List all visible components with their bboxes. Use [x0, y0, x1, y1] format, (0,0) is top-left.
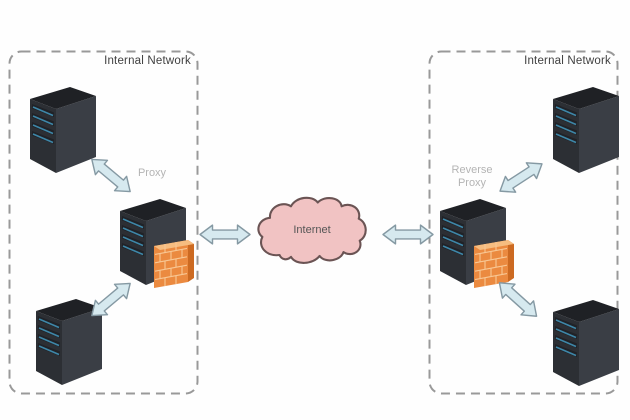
server-icon	[552, 299, 620, 387]
firewall-icon	[153, 239, 195, 289]
left-network-title: Internal Network	[104, 55, 191, 67]
right-network-title: Internal Network	[524, 55, 611, 67]
internet-cloud: Internet	[251, 192, 373, 276]
proxy-label: Proxy	[137, 167, 167, 179]
dashed-border	[428, 50, 619, 395]
right-internal-network-box: Internal Network	[428, 50, 619, 395]
double-arrow-icon	[381, 222, 435, 247]
left-internal-network-box: Internal Network	[8, 50, 199, 395]
server-icon	[552, 86, 620, 174]
double-arrow-icon	[198, 222, 252, 247]
cloud-icon	[257, 196, 367, 264]
reverse-proxy-label: Reverse Proxy	[451, 164, 493, 189]
internet-label: Internet	[293, 224, 331, 236]
dashed-border	[8, 50, 199, 395]
